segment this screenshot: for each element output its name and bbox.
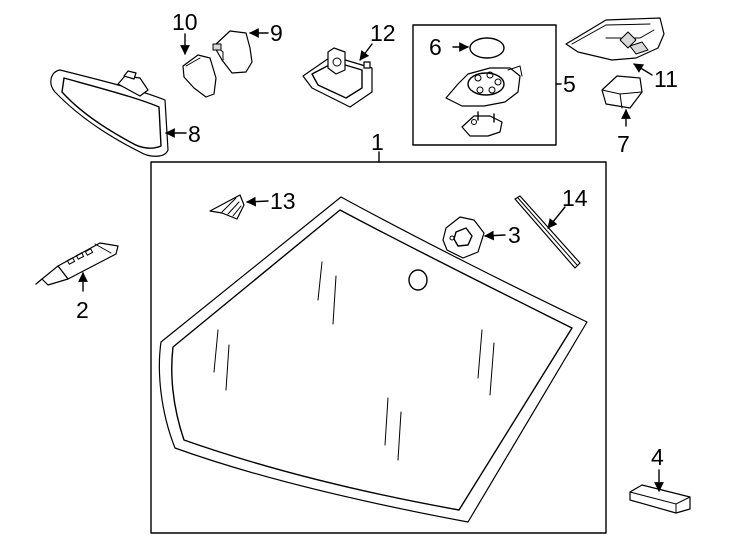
part-14-molding-strip [514,195,581,269]
sensor-assembly-box-group: 5 6 [412,24,576,146]
part-13-trim-piece [209,194,245,220]
callout-8: 8 [188,121,201,147]
part-9-mirror-cover-upper [212,30,253,74]
callout-10: 10 [172,9,198,35]
part-7-clip [601,75,643,109]
part-10-mirror-cover [182,54,217,98]
part-6-gasket [469,37,505,59]
windshield-glass-inner [171,209,573,511]
callout-7: 7 [617,131,630,157]
callout-11: 11 [654,66,678,92]
part-4-spacer-block [629,484,691,514]
callout-11-leader [633,63,653,76]
callout-3: 3 [508,222,521,248]
sensor-clip [461,111,503,137]
callout-12: 12 [370,20,396,46]
callout-9: 9 [270,20,283,46]
callout-14-leader [547,206,566,229]
part-8-rearview-mirror [50,69,169,157]
part-2-adhesive-tube [35,242,119,286]
callout-2: 2 [76,297,89,323]
part-11-sensor-cover [565,17,665,61]
part-12-camera-bracket [302,47,373,108]
callout-4: 4 [651,444,664,470]
callout-6: 6 [429,34,442,60]
glass-reflection-lines [213,261,495,461]
callout-1: 1 [371,129,384,155]
sensor-box [412,24,557,146]
callout-13: 13 [270,188,296,214]
callout-5: 5 [563,71,576,97]
rain-sensor-unit [445,65,523,107]
windshield-assembly-group: 1 13 [150,129,607,534]
callout-3-leader [484,230,506,241]
part-3-mount-bracket [442,216,485,259]
sensor-window-oval [408,269,428,291]
callout-13-leader [246,196,269,207]
callout-14: 14 [562,185,588,211]
windshield-glass-outer [158,196,588,523]
callout-12-leader [359,43,373,61]
